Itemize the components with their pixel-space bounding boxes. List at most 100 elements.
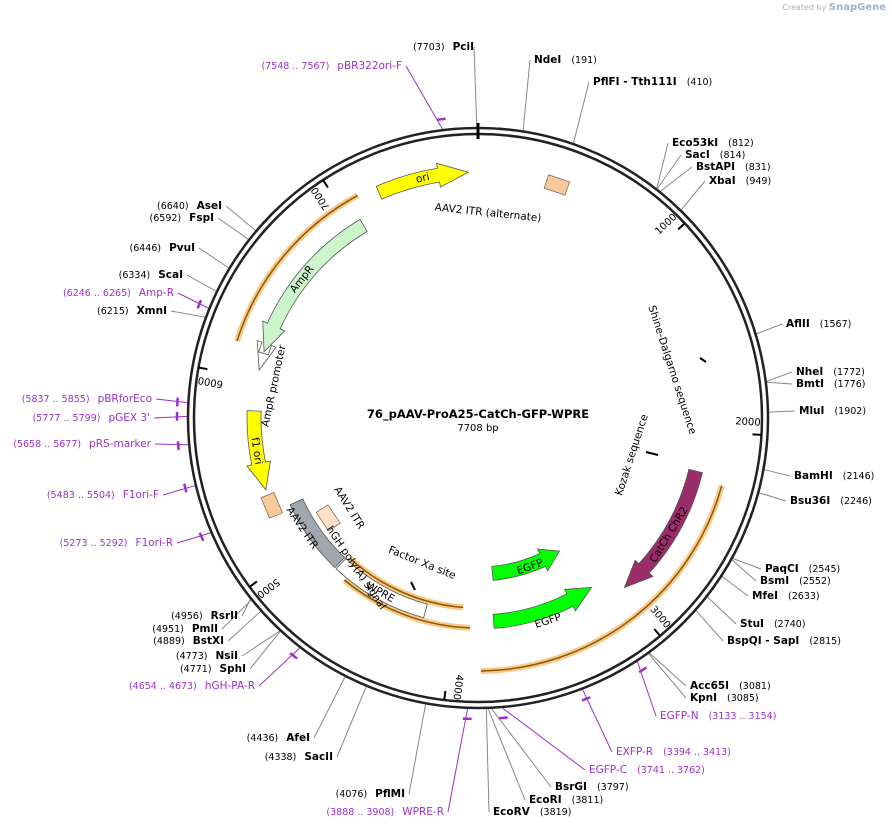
enzyme-site-label[interactable]: (4076) PflMI [336,788,405,800]
enzyme-site-label[interactable]: Acc65I(3081) [690,680,771,692]
feature-ampr-promoter[interactable] [256,339,277,372]
enzyme-site-label[interactable]: NdeI(191) [534,54,597,66]
label-position: (2633) [788,591,820,602]
feature-catch-chr2[interactable] [623,468,703,589]
label-name: PflMI [375,788,405,800]
site-leader-line [473,46,478,128]
site-leader-line [336,686,367,758]
enzyme-site-label[interactable]: AflII(1567) [786,318,851,330]
site-leader-line [221,599,252,630]
enzyme-site-label[interactable]: (4773)NsiI [176,650,238,662]
enzyme-site-label[interactable]: BmtI(1776) [796,378,865,390]
primer-label[interactable]: (5273 .. 5292)F1ori-R [60,537,173,549]
label-name: PciI [453,41,474,53]
label-name: AseI [197,200,222,212]
label-position: (6246 .. 6265) [63,288,131,299]
enzyme-site-label[interactable]: (6592)FspI [150,212,214,224]
enzyme-site-label[interactable]: (4436)AfeI [247,732,310,744]
label-position: (1772) [833,367,865,378]
primer-label[interactable]: (5777 .. 5799)pGEX 3' [33,412,150,424]
primer-label[interactable]: EGFP-C(3741 .. 3762) [589,764,705,776]
feature-label: ori [415,171,431,186]
enzyme-site-label[interactable]: PflFI - Tth111I(410) [593,76,712,88]
enzyme-site-label[interactable]: StuI(2740) [740,618,806,630]
feature-hgh-poly-a-signal[interactable] [289,498,346,569]
enzyme-site-label[interactable]: XbaI(949) [709,175,771,187]
site-leader-lines [153,46,796,813]
label-name: Bsu36I [790,495,830,507]
enzyme-site-label[interactable]: EcoRI(3811) [529,794,603,806]
enzyme-site-label[interactable]: (4338)SacII [265,751,333,763]
feature-aav2-itr[interactable] [260,491,283,519]
primer-label[interactable]: EGFP-N(3133 .. 3154) [660,710,776,722]
feature-ori[interactable] [375,162,470,200]
label-position: (5483 .. 5504) [47,490,115,501]
site-leader-line [487,708,526,801]
label-name: PmlI [192,623,218,635]
enzyme-site-label[interactable]: (6334)ScaI [119,269,183,281]
label-position: (2552) [799,576,831,587]
enzyme-site-label[interactable]: (4951)PmlI [152,623,218,635]
enzyme-site-label[interactable]: KpnI(3085) [690,692,759,704]
feature-aav2-itr[interactable] [315,504,341,532]
site-leader-line [249,631,281,670]
primer-label[interactable]: (4654 .. 4673)hGH-PA-R [129,680,255,692]
tick-mark [752,433,762,436]
primer-label[interactable]: (7548 .. 7567)pBR322ori-F [261,60,402,72]
feature-label-egfp_outer: EGFP [515,557,545,578]
primer-label[interactable]: (6246 .. 6265) Amp-R [63,287,174,299]
feature-f1-ori[interactable] [246,410,271,491]
feature-label-itr_alt: AAV2 ITR (alternate) [434,201,542,224]
enzyme-site-label[interactable]: EcoRV(3819) [493,806,571,818]
enzyme-site-label[interactable]: NheI(1772) [796,366,865,378]
primer-label[interactable]: (3888 .. 3908)WPRE-R [326,806,444,818]
enzyme-site-label[interactable]: BstAPI(831) [696,161,771,173]
primer-label[interactable]: EXFP-R(3394 .. 3413) [616,746,731,758]
enzyme-site-label[interactable]: (6640)AseI [157,200,222,212]
enzyme-site-label[interactable]: BspQI - SapI(2815) [727,635,841,647]
enzyme-site-label[interactable]: MfeI(2633) [752,590,820,602]
enzyme-site-label[interactable]: (6446)PvuI [129,242,195,254]
label-position: (5837 .. 5855) [22,394,90,405]
enzyme-site-label[interactable]: MluI(1902) [799,405,866,417]
site-leader-line [241,599,251,617]
enzyme-site-label[interactable]: BamHI(2146) [794,470,874,482]
label-name: KpnI [690,692,717,704]
label-position: (6446) [129,243,161,254]
feature-label: f1 ori [248,437,264,466]
primer-leader-line [153,415,188,419]
enzyme-site-label[interactable]: BsrGI(3797) [555,781,629,793]
label-position: (4654 .. 4673) [129,681,197,692]
label-name: WPRE-R [402,806,444,818]
feature-wpre[interactable] [335,558,428,619]
enzyme-site-label[interactable]: Bsu36I(2246) [790,495,872,507]
primer-label[interactable]: (5483 .. 5504) F1ori-F [47,489,159,501]
label-name: Amp-R [139,287,174,299]
enzyme-site-label[interactable]: (7703)PciI [413,41,474,53]
credit-prefix: Created by [782,3,827,12]
enzyme-site-label[interactable]: (4956)RsrII [171,610,238,622]
feature-egfp[interactable] [491,548,561,581]
enzyme-site-label[interactable]: (4889)BstXI [153,635,224,647]
label-name: F1ori-F [123,489,159,501]
label-name: BsmI [760,575,789,587]
enzyme-site-label[interactable]: SacI(814) [685,149,745,161]
primer-label[interactable]: (5658 .. 5677)pRS-marker [13,438,151,450]
enzyme-site-label[interactable]: Eco53kI(812) [672,137,754,149]
label-name: BsrGI [555,781,587,793]
enzyme-site-label[interactable]: (4771)SphI [180,663,246,675]
feature-ampr[interactable] [262,218,368,353]
enzyme-site-label[interactable]: PaqCI(2545) [765,563,840,575]
feature-aav2-itr[interactable] [543,174,570,196]
label-position: (4076) [336,789,368,800]
enzyme-site-label[interactable]: (6215)XmnI [97,305,167,317]
label-name: EXFP-R [616,746,653,758]
primer-label[interactable]: (5837 .. 5855)pBRforEco [22,393,152,405]
site-leader-line [241,630,281,657]
enzyme-site-label[interactable]: BsmI (2552) [760,575,831,587]
feature-egfp[interactable] [492,587,593,629]
primer-leader-line [162,485,196,496]
plasmid-name: 76_pAAV-ProA25-CatCh-GFP-WPRE [367,407,589,422]
